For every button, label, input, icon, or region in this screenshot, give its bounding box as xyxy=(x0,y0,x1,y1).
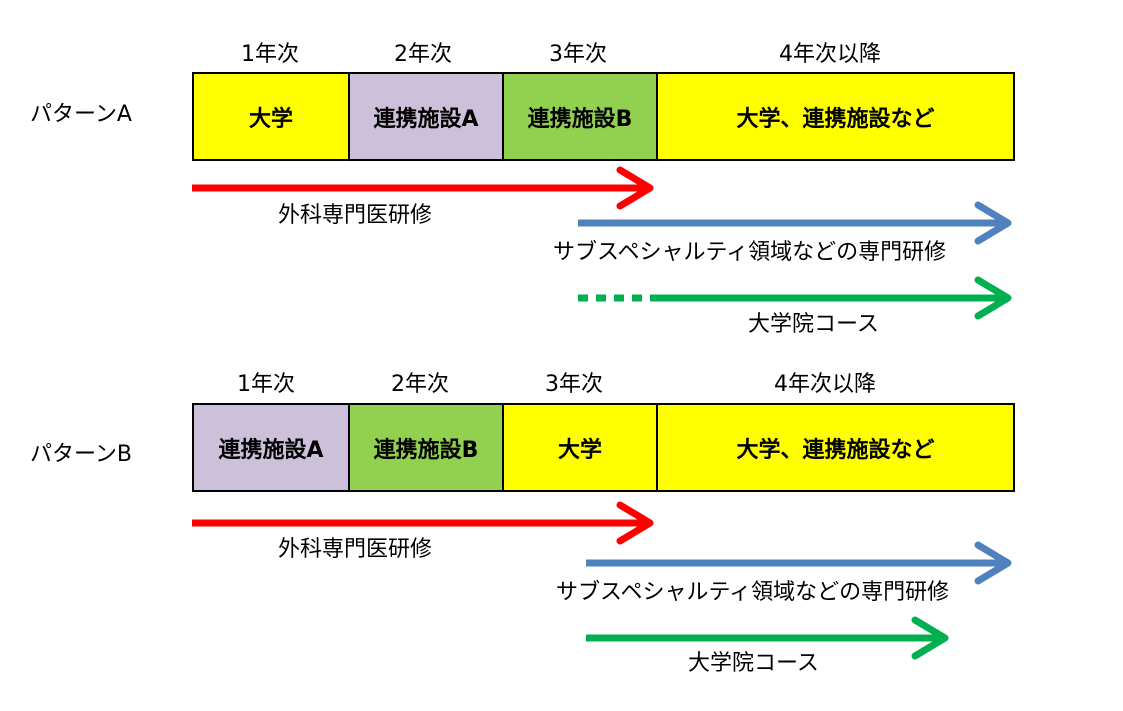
segment-facility-a: 連携施設A xyxy=(194,405,350,490)
surgery-training-label: 外科専門医研修 xyxy=(278,537,433,562)
pattern-a-label: パターンA xyxy=(30,102,132,127)
graduate-arrow xyxy=(586,616,949,660)
surgery-training-label: 外科専門医研修 xyxy=(278,203,433,228)
subspecialty-arrow xyxy=(578,201,1012,245)
pattern-b-timeline-bar: 連携施設A 連携施設B 大学 大学、連携施設など xyxy=(192,403,1015,492)
pattern-b-label: パターンB xyxy=(30,442,132,467)
year-label-1: 1年次 xyxy=(237,372,295,397)
year-label-3: 3年次 xyxy=(549,42,607,67)
segment-facility-b: 連携施設B xyxy=(504,74,658,159)
segment-university: 大学 xyxy=(504,405,658,490)
graduate-arrow xyxy=(578,276,1012,320)
graduate-course-label: 大学院コース xyxy=(688,651,819,676)
segment-university-facilities: 大学、連携施設など xyxy=(658,74,1013,159)
pattern-a-timeline-bar: 大学 連携施設A 連携施設B 大学、連携施設など xyxy=(192,72,1015,161)
subspecialty-arrow xyxy=(586,541,1012,585)
year-label-2: 2年次 xyxy=(391,372,449,397)
surgery-arrow xyxy=(192,501,654,545)
graduate-course-label: 大学院コース xyxy=(748,312,879,337)
year-label-3: 3年次 xyxy=(545,372,603,397)
segment-university: 大学 xyxy=(194,74,350,159)
year-label-4: 4年次以降 xyxy=(774,372,876,397)
segment-facility-b: 連携施設B xyxy=(350,405,504,490)
year-label-1: 1年次 xyxy=(241,42,299,67)
year-label-4: 4年次以降 xyxy=(779,42,881,67)
segment-university-facilities: 大学、連携施設など xyxy=(658,405,1013,490)
segment-facility-a: 連携施設A xyxy=(350,74,504,159)
subspecialty-training-label: サブスペシャルティ領域などの専門研修 xyxy=(553,240,947,265)
year-label-2: 2年次 xyxy=(394,42,452,67)
surgery-arrow xyxy=(192,166,654,210)
subspecialty-training-label: サブスペシャルティ領域などの専門研修 xyxy=(556,580,950,605)
